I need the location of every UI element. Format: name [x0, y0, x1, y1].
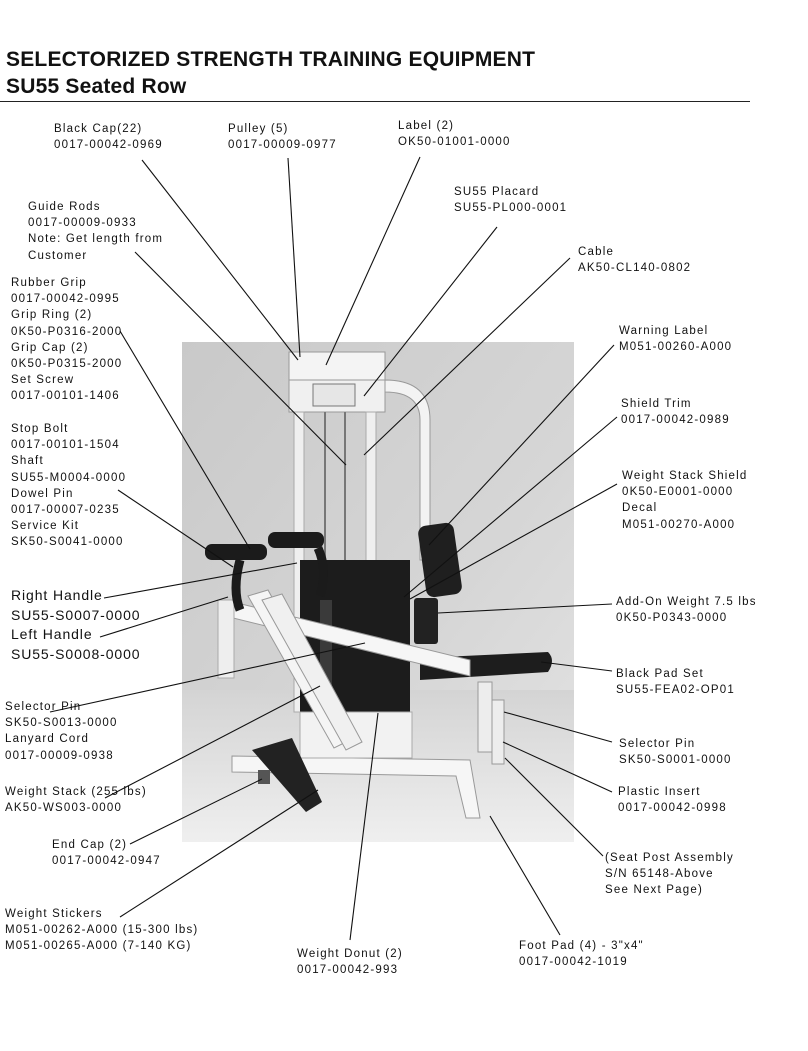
callout-line: M051-00262-A000 (15-300 lbs) — [5, 924, 199, 937]
title-rule — [0, 101, 750, 102]
callout-line: Selector Pin — [619, 738, 696, 750]
callout-line: 0K50-P0315-2000 — [11, 358, 123, 371]
callout-placard: SU55 Placard SU55-PL000-0001 — [454, 184, 567, 216]
callout-line: Set Screw — [11, 374, 75, 387]
callout-cable: Cable AK50-CL140-0802 — [578, 244, 691, 276]
callout-line: Weight Stickers — [5, 908, 103, 920]
callout-line: Grip Cap (2) — [11, 341, 89, 354]
callout-shield-trim: Shield Trim 0017-00042-0989 — [621, 396, 730, 428]
callout-weight-stack: Weight Stack (255 lbs) AK50-WS003-0000 — [5, 784, 147, 816]
callout-add-on-weight: Add-On Weight 7.5 lbs 0K50-P0343-0000 — [616, 594, 757, 626]
callout-selector-pin-left: Selector Pin SK50-S0013-0000 Lanyard Cor… — [5, 699, 118, 764]
callout-line: Customer — [28, 249, 88, 262]
callout-line: 0017-00042-0989 — [621, 414, 730, 427]
page-subtitle: SU55 Seated Row — [6, 75, 187, 98]
callout-line: 0K50-E0001-0000 — [622, 486, 734, 499]
callout-line: OK50-01001-0000 — [398, 136, 511, 149]
callout-line: Cable — [578, 246, 615, 258]
callout-selector-pin-right: Selector Pin SK50-S0001-0000 — [619, 736, 732, 768]
callout-line: Black Cap(22) — [54, 123, 143, 135]
callout-line: 0017-00042-1019 — [519, 956, 628, 969]
callout-line: Add-On Weight 7.5 lbs — [616, 596, 757, 608]
callout-line: SU55-S0007-0000 — [11, 606, 141, 623]
callout-line: Grip Ring (2) — [11, 309, 93, 322]
callout-line: Shield Trim — [621, 398, 692, 410]
callout-line: Pulley (5) — [228, 123, 289, 135]
callout-line: Plastic Insert — [618, 786, 701, 798]
callout-end-cap: End Cap (2) 0017-00042-0947 — [52, 837, 161, 869]
callout-guide-rods: Guide Rods 0017-00009-0933 Note: Get len… — [28, 199, 163, 264]
callout-line: 0017-00009-0977 — [228, 139, 337, 152]
callout-grip-group: Rubber Grip 0017-00042-0995 Grip Ring (2… — [11, 275, 122, 405]
callout-line: Selector Pin — [5, 701, 82, 713]
callout-line: End Cap (2) — [52, 839, 128, 851]
callout-line: SU55-M0004-0000 — [11, 471, 127, 484]
callout-line: 0017-00042-0995 — [11, 293, 120, 306]
callout-black-pad-set: Black Pad Set SU55-FEA02-OP01 — [616, 666, 735, 698]
callout-line: 0017-00009-0933 — [28, 217, 137, 230]
callout-weight-stickers: Weight Stickers M051-00262-A000 (15-300 … — [5, 906, 198, 955]
callout-line: Decal — [622, 502, 658, 515]
callout-line: (Seat Post Assembly — [605, 852, 734, 864]
callout-label: Label (2) OK50-01001-0000 — [398, 118, 511, 150]
callout-line: 0017-00042-0998 — [618, 802, 727, 815]
callout-warning-label: Warning Label M051-00260-A000 — [619, 323, 732, 355]
callout-line: 0017-00009-0938 — [5, 749, 114, 762]
callout-line: M051-00260-A000 — [619, 341, 733, 354]
callout-line: Label (2) — [398, 120, 455, 132]
callout-line: Guide Rods — [28, 201, 101, 213]
callout-line: 0017-00007-0235 — [11, 504, 120, 517]
callout-line: S/N 65148-Above — [605, 868, 714, 881]
callout-line: 0K50-P0316-2000 — [11, 325, 123, 338]
callout-line: Rubber Grip — [11, 277, 87, 289]
callout-line: See Next Page) — [605, 884, 703, 897]
callout-line: SU55-FEA02-OP01 — [616, 684, 735, 697]
callout-handles: Right Handle SU55-S0007-0000 Left Handle… — [11, 586, 140, 664]
callout-line: Weight Donut (2) — [297, 948, 403, 960]
callout-line: SU55-S0008-0000 — [11, 645, 141, 662]
callout-line: Black Pad Set — [616, 668, 704, 680]
callout-line: SU55 Placard — [454, 186, 540, 198]
callout-line: Dowel Pin — [11, 487, 74, 500]
callout-foot-pad: Foot Pad (4) - 3"x4" 0017-00042-1019 — [519, 938, 644, 970]
callout-line: 0017-00042-0947 — [52, 855, 161, 868]
callout-line: 0017-00042-993 — [297, 964, 399, 977]
callout-line: SU55-PL000-0001 — [454, 202, 568, 215]
callout-line: Note: Get length from — [28, 233, 164, 246]
callout-seat-post: (Seat Post Assembly S/N 65148-Above See … — [605, 850, 734, 899]
callout-line: M051-00265-A000 (7-140 KG) — [5, 940, 192, 953]
callout-line: AK50-WS003-0000 — [5, 802, 123, 815]
callout-line: 0017-00042-0969 — [54, 139, 163, 152]
callout-pulley: Pulley (5) 0017-00009-0977 — [228, 121, 337, 153]
callout-line: Lanyard Cord — [5, 733, 90, 746]
callout-line: Stop Bolt — [11, 423, 69, 435]
callout-line: SK50-S0041-0000 — [11, 536, 124, 549]
callout-line: Right Handle — [11, 587, 103, 603]
callout-line: M051-00270-A000 — [622, 518, 736, 531]
callout-weight-donut: Weight Donut (2) 0017-00042-993 — [297, 946, 403, 978]
callout-line: AK50-CL140-0802 — [578, 262, 692, 275]
callout-line: Weight Stack (255 lbs) — [5, 786, 147, 798]
callout-line: Weight Stack Shield — [622, 470, 748, 482]
callout-plastic-insert: Plastic Insert 0017-00042-0998 — [618, 784, 727, 816]
callout-line: Warning Label — [619, 325, 709, 337]
callout-line: Foot Pad (4) - 3"x4" — [519, 940, 644, 952]
callout-weight-stack-shield: Weight Stack Shield 0K50-E0001-0000 Deca… — [622, 468, 748, 533]
page-title: SELECTORIZED STRENGTH TRAINING EQUIPMENT — [6, 48, 536, 71]
callout-line: 0K50-P0343-0000 — [616, 612, 728, 625]
callout-line: Service Kit — [11, 520, 80, 533]
callout-line: Shaft — [11, 455, 44, 468]
callout-black-cap: Black Cap(22) 0017-00042-0969 — [54, 121, 163, 153]
callout-line: SK50-S0013-0000 — [5, 717, 118, 730]
callout-line: 0017-00101-1406 — [11, 390, 120, 403]
callout-line: SK50-S0001-0000 — [619, 754, 732, 767]
callout-stop-bolt-group: Stop Bolt 0017-00101-1504 Shaft SU55-M00… — [11, 421, 126, 551]
callout-line: Left Handle — [11, 626, 93, 642]
callout-line: 0017-00101-1504 — [11, 439, 120, 452]
